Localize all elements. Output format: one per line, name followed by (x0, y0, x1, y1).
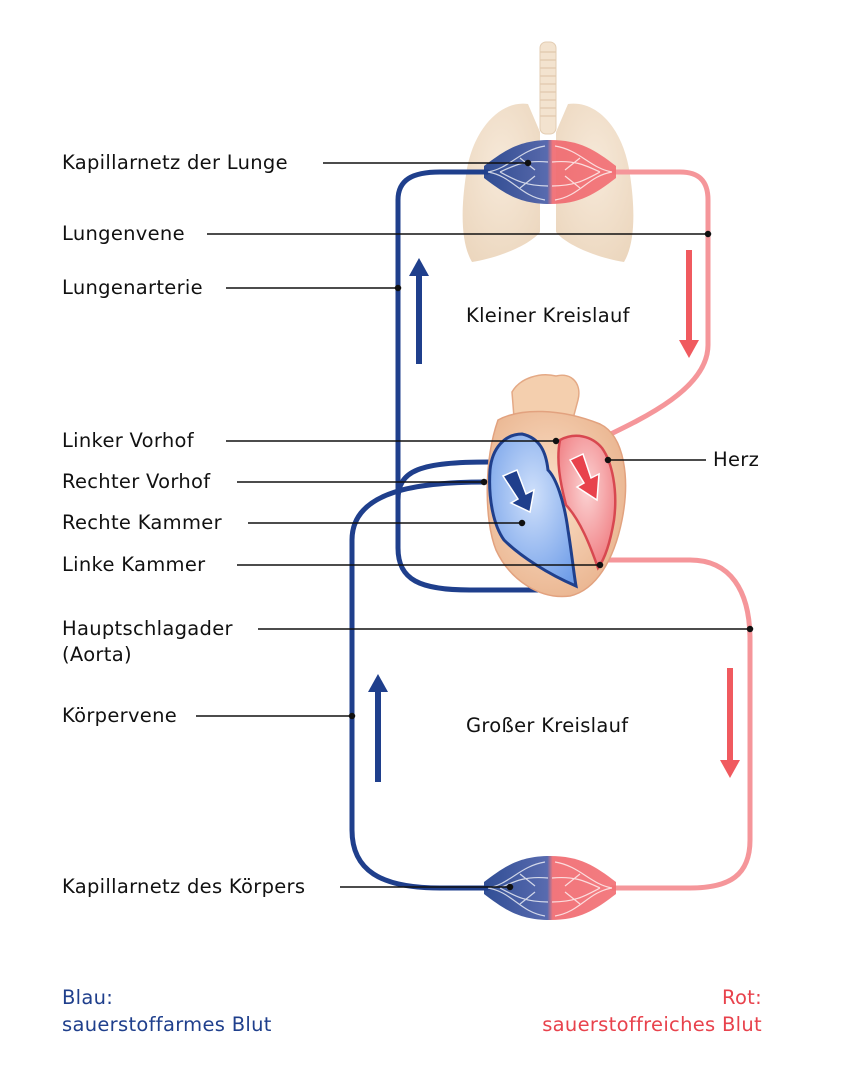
label-grosser-kreislauf: Großer Kreislauf (466, 714, 629, 737)
label-rechte-kammer: Rechte Kammer (62, 511, 222, 534)
pulmonary-artery-lower (395, 497, 543, 593)
label-lungenarterie: Lungenarterie (62, 276, 203, 299)
arrow-down-systemic (720, 668, 740, 778)
legend-blue-title: Blau: (62, 986, 114, 1009)
label-hauptschlagader: Hauptschlagader (62, 617, 233, 640)
label-kleiner-kreislauf: Kleiner Kreislauf (466, 304, 630, 327)
heart (486, 374, 627, 598)
label-kapillarnetz-lunge: Kapillarnetz der Lunge (62, 151, 288, 174)
body-vein-vessel (349, 479, 491, 891)
legend-red-text: sauerstoffreiches Blut (542, 1013, 762, 1036)
pulmonary-vein-vessel (587, 169, 711, 447)
label-lungenvene: Lungenvene (62, 222, 185, 245)
label-rechter-vorhof: Rechter Vorhof (62, 470, 211, 493)
label-kapillarnetz-koerper: Kapillarnetz des Körpers (62, 875, 306, 898)
systemic-circuit (349, 479, 753, 891)
legend-red: Rot: sauerstoffreiches Blut (542, 984, 762, 1038)
heart-flow-arrow-blue (501, 469, 536, 514)
label-linker-vorhof: Linker Vorhof (62, 429, 194, 452)
arrow-up-pulmonary (409, 258, 429, 364)
legend-red-title: Rot: (721, 986, 762, 1009)
body-capillary-network (484, 856, 616, 920)
label-koerpervene: Körpervene (62, 704, 178, 727)
label-linke-kammer: Linke Kammer (62, 553, 206, 576)
legend-blue-text: sauerstoffarmes Blut (62, 1013, 272, 1036)
arrow-down-pulmonary (679, 250, 699, 358)
flow-arrows (368, 250, 740, 782)
label-herz: Herz (713, 448, 760, 471)
trachea (539, 41, 557, 135)
left-atrium-ventricle (557, 434, 617, 571)
aorta-vessel (601, 557, 753, 891)
arrow-up-systemic (368, 674, 388, 782)
label-aorta: (Aorta) (62, 643, 132, 666)
heart-flow-arrow-red (568, 452, 600, 502)
leader-lines (196, 159, 754, 891)
legend-blue: Blau: sauerstoffarmes Blut (62, 984, 272, 1038)
trachea-rings (540, 51, 556, 117)
